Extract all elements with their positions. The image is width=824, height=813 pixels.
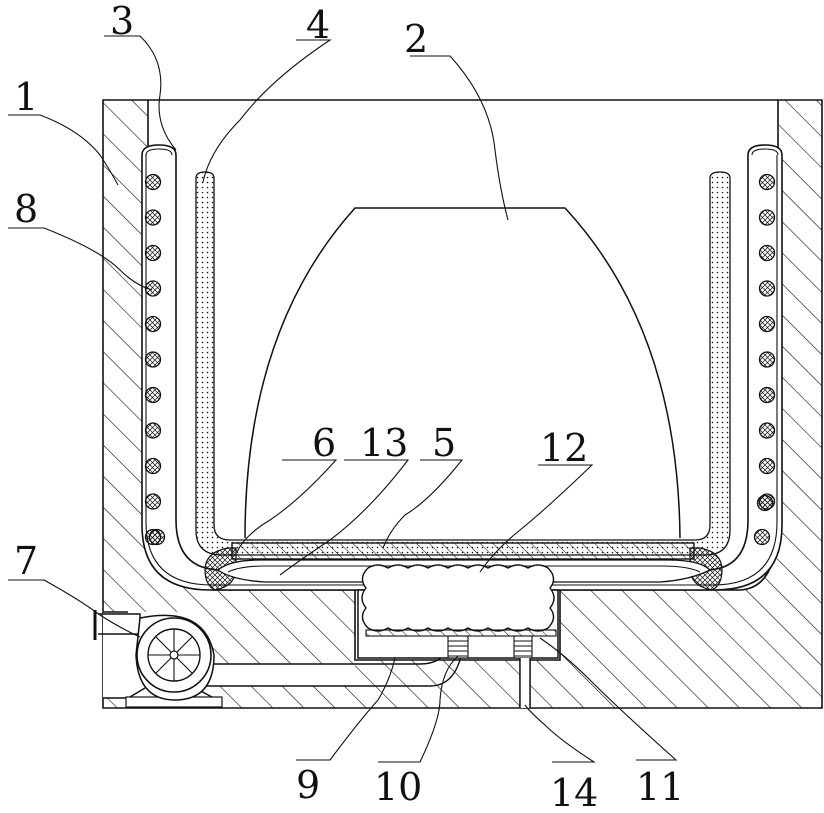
- label-9: 9: [296, 763, 320, 807]
- coil-turn: [146, 352, 161, 367]
- coil-turn: [760, 459, 775, 474]
- label-13: 13: [360, 421, 408, 465]
- coil-turn: [146, 317, 161, 332]
- label-2: 2: [404, 17, 428, 61]
- coil-turn: [146, 459, 161, 474]
- coil-turn: [760, 281, 775, 296]
- coil-turn: [146, 210, 161, 225]
- coil-turn: [760, 175, 775, 190]
- coil-turn: [760, 317, 775, 332]
- coil-turn: [146, 423, 161, 438]
- label-3: 3: [110, 0, 134, 43]
- coil-turn: [758, 496, 773, 511]
- coil-turn: [760, 352, 775, 367]
- label-4: 4: [306, 3, 330, 47]
- label-1: 1: [14, 75, 38, 119]
- coil-turn: [146, 175, 161, 190]
- label-6: 6: [312, 421, 336, 465]
- coil-turn: [146, 246, 161, 261]
- label-11: 11: [636, 765, 684, 809]
- label-7: 7: [14, 539, 38, 583]
- label-8: 8: [14, 187, 38, 231]
- coil-turn: [760, 388, 775, 403]
- coil-turn: [146, 494, 161, 509]
- label-10: 10: [374, 765, 422, 809]
- coil-turn: [760, 423, 775, 438]
- label-5: 5: [432, 421, 456, 465]
- spring-left: [448, 636, 468, 658]
- drain-pipe: [520, 658, 530, 708]
- coil-turn: [150, 530, 165, 545]
- spring-right: [514, 636, 532, 658]
- coil-turn: [760, 246, 775, 261]
- coil-turn: [760, 210, 775, 225]
- coil-turn: [755, 530, 770, 545]
- support-plate: [366, 630, 556, 636]
- label-14: 14: [550, 771, 598, 813]
- filter-cushion: [362, 565, 554, 631]
- label-12: 12: [540, 426, 588, 470]
- base-plate: [232, 543, 694, 559]
- bell-workpiece: [245, 208, 680, 538]
- coil-turn: [146, 388, 161, 403]
